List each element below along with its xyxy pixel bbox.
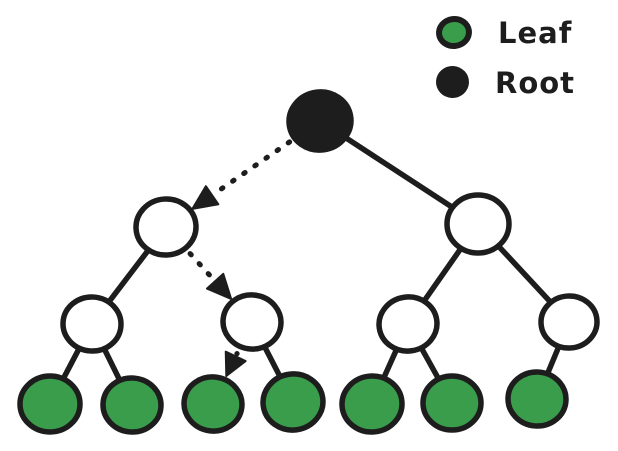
tree-node-n-lr [220,292,284,352]
legend-item-leaf: Leaf [434,13,575,52]
tree-node-leaf-5 [339,373,405,435]
tree-node-n-l [133,196,199,258]
leaf-node-swatch [434,13,474,52]
tree-edge-n-lr-leaf-4 [262,345,282,378]
tree-node-leaf-2 [100,375,164,435]
root-node-swatch [435,65,470,99]
legend-label-leaf: Leaf [498,16,573,50]
tree-node-leaf-3 [181,374,245,434]
legend-item-root: Root [435,65,576,100]
tree-node-root [286,89,354,153]
tree-edge-n-l-n-ll [107,248,150,303]
traversal-arrowhead-n-l-n-lr [205,272,233,301]
tree-edge-n-rr-leaf-7 [545,346,561,375]
legend: Leaf Root [434,13,576,100]
tree-node-n-ll [60,294,124,354]
legend-label-root: Root [495,65,576,100]
tree-edge-n-r-n-rl [422,247,463,303]
tree-edge-n-rl-leaf-6 [419,347,441,380]
tree-edge-n-r-n-rr [497,244,553,304]
tree-node-leaf-7 [505,369,569,429]
tree-node-n-rr [538,293,600,351]
tree-edge-root-n-r [344,135,454,210]
tree-edge-n-ll-leaf-1 [61,347,81,380]
tree-edge-n-ll-leaf-2 [102,348,122,381]
traversal-arrowhead-root-n-l [191,185,220,210]
tree-node-leaf-1 [17,373,83,435]
tree-node-n-r [444,192,512,256]
tree-node-n-rl [376,294,440,354]
tree-node-leaf-6 [420,373,484,433]
traversal-arrow-line-root-n-l [212,139,293,197]
traversal-arrowhead-n-lr-leaf-3 [224,350,247,378]
traversal-arrow-line-n-l-n-lr [187,251,216,282]
tree-edge-n-rl-leaf-5 [381,348,399,379]
tree-node-leaf-4 [260,371,326,433]
